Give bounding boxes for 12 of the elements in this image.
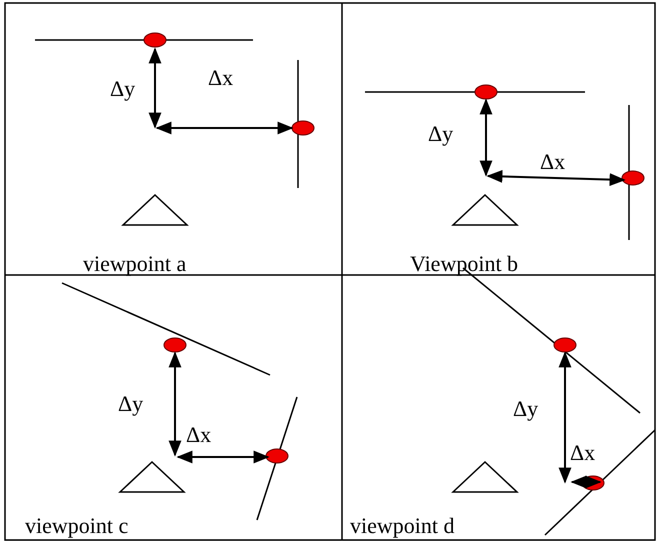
dimension-label: Δx [570, 441, 596, 465]
viewpoint-caption: viewpoint a [83, 252, 186, 276]
dimension-label: Δy [110, 77, 136, 101]
viewpoint-caption: viewpoint d [350, 514, 454, 538]
dimension-label: Δy [428, 122, 454, 146]
dimension-label: Δx [208, 66, 234, 90]
viewpoint-caption: viewpoint c [25, 514, 128, 538]
dimension-label: Δx [540, 150, 566, 174]
dimension-label: Δy [118, 392, 144, 416]
dimension-label: Δy [513, 397, 538, 421]
viewpoint-caption: Viewpoint b [410, 252, 518, 276]
dimension-label: Δx [186, 423, 212, 447]
